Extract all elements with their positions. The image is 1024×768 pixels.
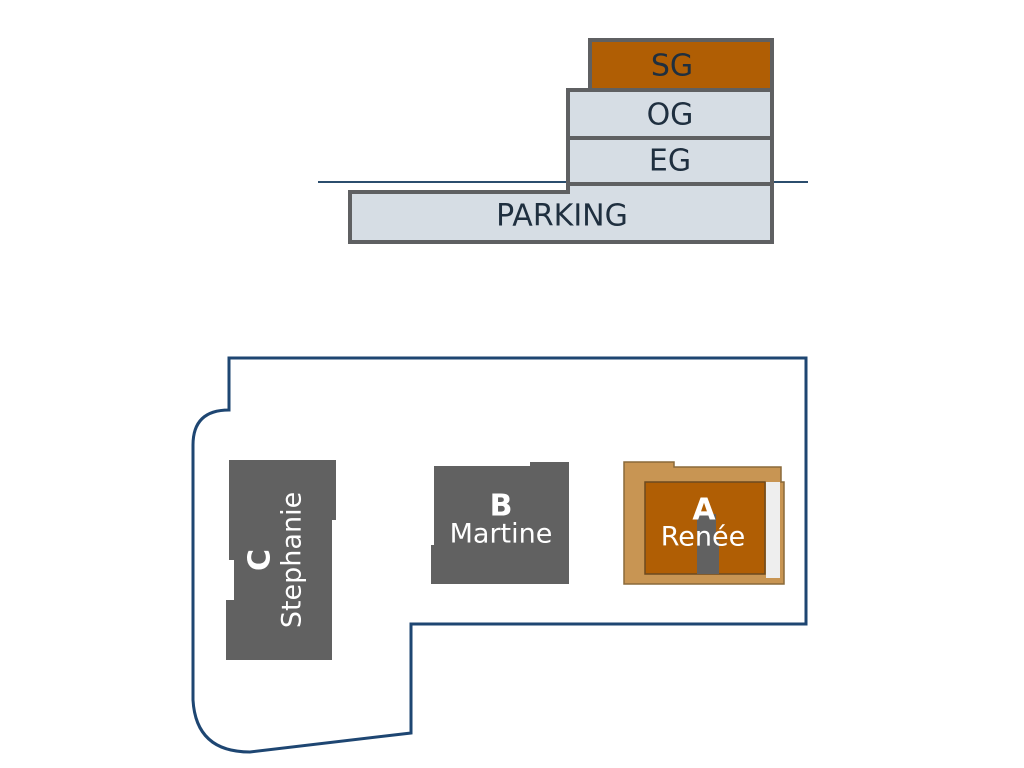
floor-sg-label: SG — [651, 49, 693, 84]
building-c[interactable]: C Stephanie — [226, 460, 336, 660]
plan-view: C Stephanie B Martine A Renée — [191, 356, 808, 754]
building-c-letter: C — [243, 549, 278, 571]
building-b-name: Martine — [450, 519, 553, 550]
floor-eg[interactable]: EG — [566, 136, 774, 186]
building-b[interactable]: B Martine — [431, 462, 569, 584]
building-a-letter: A — [692, 493, 716, 528]
building-a-stair — [697, 514, 719, 574]
building-a-strip — [766, 482, 780, 578]
building-c-name: Stephanie — [277, 492, 308, 628]
site-outline — [191, 356, 808, 754]
building-a[interactable]: A Renée — [623, 461, 785, 585]
floor-parking-label: PARKING — [496, 199, 628, 234]
floor-sg[interactable]: SG — [588, 38, 774, 92]
section-view: PARKING EG OG SG — [318, 38, 808, 244]
floor-og[interactable]: OG — [566, 88, 774, 140]
floor-eg-label: EG — [649, 144, 691, 179]
building-a-name: Renée — [661, 522, 746, 553]
building-b-letter: B — [490, 489, 513, 524]
floor-og-label: OG — [647, 98, 694, 133]
floor-parking[interactable]: PARKING — [348, 182, 774, 244]
